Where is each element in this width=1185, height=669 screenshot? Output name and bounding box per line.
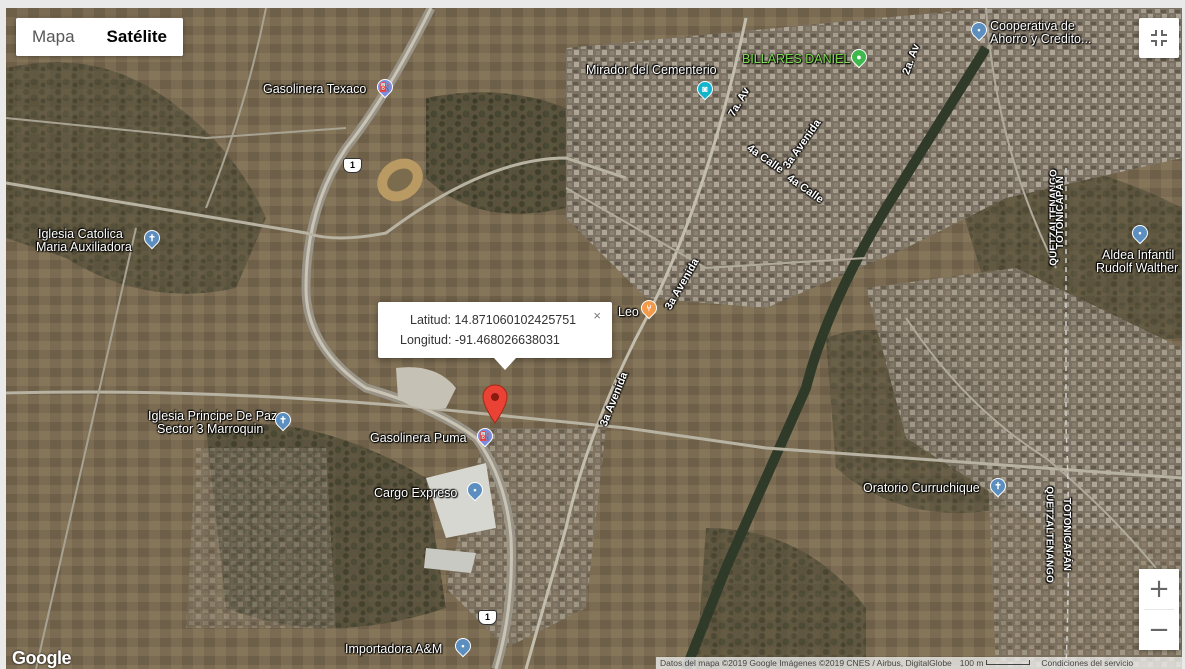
info-window-tail [494,358,516,370]
map-type-control: Mapa Satélite [16,18,184,56]
route-shield: 1 [478,610,497,625]
place-label[interactable]: Cargo Expreso [374,486,458,500]
region-label: TOTONICAPÁN [1060,498,1072,571]
place-label[interactable]: Ahorro y Credito... [990,32,1092,46]
location-marker-icon[interactable] [482,384,508,424]
place-label[interactable]: Gasolinera Texaco [263,82,367,96]
place-label[interactable]: Iglesia Principe De Paz [148,409,278,423]
map-data-attribution[interactable]: Datos del mapa ©2019 Google Imágenes ©20… [660,658,952,668]
map-type-map-button[interactable]: Mapa [16,18,91,56]
zoom-in-button[interactable]: + [1139,569,1179,609]
info-window: Latitud: 14.871060102425751 Longitud: -9… [378,302,612,370]
place-label[interactable]: Iglesia Catolica [38,227,123,241]
scale-bar [986,660,1031,666]
place-label[interactable]: Gasolinera Puma [370,431,467,445]
longitude-text: Longitud: -91.468026638031 [400,333,560,347]
attribution-bar: Datos del mapa ©2019 Google Imágenes ©20… [656,657,1182,669]
region-label: QUETZALTENANGO [1043,486,1055,583]
zoom-control: + − [1139,569,1179,650]
place-label[interactable]: Sector 3 Marroquin [157,422,264,436]
fullscreen-icon [1151,30,1167,46]
terms-link[interactable]: Condiciones del servicio [1041,658,1134,668]
place-label[interactable]: Importadora A&M [345,642,443,656]
place-label[interactable]: BILLARES DANIEL [742,52,851,66]
zoom-out-button[interactable]: − [1139,610,1179,650]
map-type-satellite-button[interactable]: Satélite [90,18,184,56]
place-label[interactable]: Mirador del Cementerio [586,63,717,77]
place-label[interactable]: Oratorio Curruchique [863,481,980,495]
place-label[interactable]: Aldea Infantil [1102,248,1175,262]
google-logo[interactable]: Google [12,648,72,668]
latitude-text: Latitud: 14.871060102425751 [410,313,577,327]
route-shield: 1 [343,158,362,173]
scale-indicator[interactable]: 100 m [956,657,1038,669]
scale-label: 100 m [959,658,984,668]
zoom-divider [1144,609,1174,610]
place-label[interactable]: Cooperativa de [990,19,1075,33]
fullscreen-button[interactable] [1139,18,1179,58]
close-icon[interactable]: × [593,308,601,323]
place-label[interactable]: Rudolf Walther [1096,261,1179,275]
place-label[interactable]: Maria Auxiliadora [36,240,132,254]
place-label[interactable]: Leo [618,305,639,319]
region-label: TOTONICAPÁN [1054,176,1066,249]
